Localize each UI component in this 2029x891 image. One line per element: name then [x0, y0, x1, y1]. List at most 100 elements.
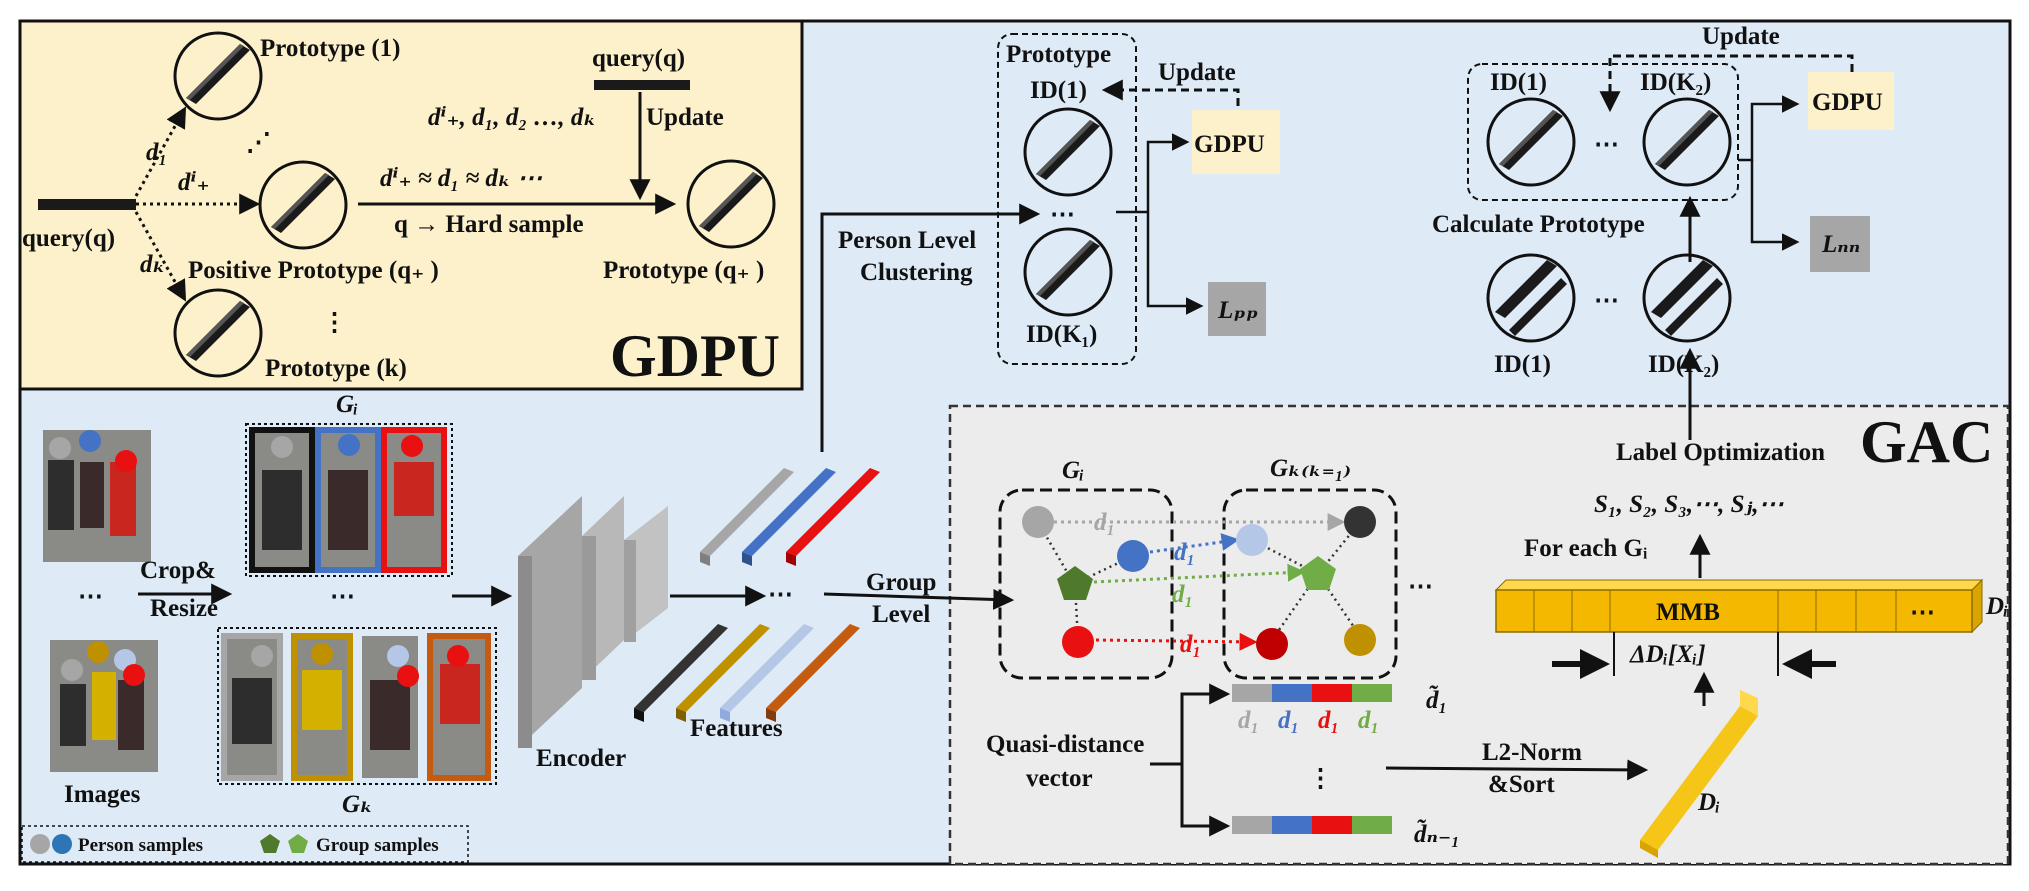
legend: Person samples Group samples	[21, 825, 469, 863]
gk-crop-light	[362, 636, 419, 778]
query-bar-top	[594, 80, 690, 90]
group-id1-label: ID(1)	[1490, 69, 1547, 96]
left-gk-label: Gₖ	[342, 791, 373, 818]
arrow-to-prototype-1	[134, 106, 187, 197]
prototype-qplus-label: Prototype (q₊ )	[603, 257, 764, 284]
di-bar-label: Dᵢ	[1697, 789, 1720, 816]
gac-d1-blue: d₁	[1174, 539, 1195, 566]
mmb-di-label: Dᵢ	[1985, 593, 2008, 620]
person-update-arrow	[1101, 79, 1240, 106]
prototype-1-label: Prototype (1)	[260, 35, 400, 62]
group-gdpu-label: GDPU	[1812, 89, 1883, 116]
label-dk: dₖ	[140, 251, 166, 278]
quasi-vector-1	[1232, 684, 1392, 702]
gac-d1-green: d₁	[1172, 581, 1193, 608]
gdpu-vdots: ⋮	[322, 309, 347, 336]
features: ⋯ Features	[634, 468, 880, 742]
gac-section: GAC Gᵢ Gₖ₍ₖ₌₁₎ ⋯ d₁ d₁ d₁ d₁	[986, 347, 2008, 858]
vec-label-1: d₁	[1238, 707, 1259, 734]
group-loss-label: Lₙₙ	[1821, 231, 1860, 258]
dn1-tilde-label: d̃ₙ₋₁	[1414, 819, 1460, 848]
legend-group-dark	[260, 834, 280, 853]
person-level-section: Prototype ID(1) ⋯ ID(K₁) Update GDPU Lₚₚ…	[820, 33, 1280, 452]
person-id1-label: ID(1)	[1030, 77, 1087, 104]
delta-label: ΔDᵢ[Xᵢ]	[1629, 641, 1706, 668]
gi-crops-box	[245, 423, 453, 577]
gi-group-node	[1057, 566, 1093, 600]
quasi-distance-line2: vector	[1026, 765, 1093, 792]
prototype-k-circle	[173, 288, 263, 378]
gk-node-mustard	[1344, 624, 1376, 656]
prototype-qplus-circle	[686, 159, 776, 249]
query-left-label: query(q)	[22, 225, 115, 252]
label-optimization: Label Optimization	[1616, 439, 1825, 466]
d1-tilde-label: d̃₁	[1426, 685, 1447, 714]
features-label: Features	[690, 715, 783, 742]
left-gi-label: Gᵢ	[336, 391, 358, 418]
l2norm-arrow	[1385, 759, 1649, 781]
quasi-distance-line1: Quasi-distance	[986, 731, 1144, 758]
encoder-label: Encoder	[536, 745, 626, 772]
features-dots: ⋯	[768, 581, 793, 608]
quasi-arrow-top	[1180, 683, 1231, 764]
person-gdpu-label: GDPU	[1194, 131, 1265, 158]
gk-node-lightblue	[1236, 524, 1268, 556]
legend-person-gray	[30, 834, 50, 854]
person-update-label: Update	[1158, 59, 1236, 86]
vec-label-4: d₁	[1358, 707, 1379, 734]
positive-prototype-label: Positive Prototype (q₊ )	[188, 257, 439, 284]
encoder: Encoder	[518, 496, 668, 772]
mmb-bank	[1494, 578, 1984, 634]
legend-group-label: Group samples	[316, 835, 439, 856]
prototype-1-circle	[173, 31, 263, 121]
person-clustering-line2: Clustering	[860, 259, 973, 286]
gi-crop-gray	[249, 427, 315, 573]
person-gdpu-box	[1192, 110, 1280, 174]
quasi-vector-n1	[1232, 816, 1392, 834]
mmb-label: MMB	[1656, 599, 1720, 626]
person-prototype-1-circle	[1023, 107, 1113, 197]
group-prototype-section: Update ID(1) ID(K₂) ⋯ GDPU Lₙₙ Calculate…	[1432, 23, 1894, 378]
person-prototype-k1-circle	[1023, 227, 1113, 317]
label-dqplus: dⁱ₊	[178, 169, 210, 196]
person-idk1-label: ID(K₁)	[1026, 321, 1097, 348]
group-raw-k2-circle	[1642, 253, 1732, 343]
gdpu-section: query(q) Prototype (1) Positive Prototyp…	[22, 31, 780, 389]
gac-gk-label: Gₖ₍ₖ₌₁₎	[1270, 455, 1351, 482]
gi-node-red	[1062, 626, 1094, 658]
crops-dots: ⋯	[330, 583, 355, 610]
gdpu-title: GDPU	[610, 323, 780, 389]
gi-crop-red	[381, 427, 447, 573]
group-level-line1: Group	[866, 569, 936, 596]
gk-crop-red	[427, 633, 491, 781]
query-bar-left	[38, 199, 136, 210]
person-clustering-line1: Person Level	[838, 227, 976, 254]
gk-group-node	[1300, 556, 1336, 590]
group-raw-1-circle	[1486, 253, 1576, 343]
gk-node-darkred	[1256, 628, 1288, 660]
group-raw-idk2-label: ID(K₂)	[1648, 351, 1719, 378]
images-dots: ⋯	[78, 583, 103, 610]
for-each-label: For each Gᵢ	[1524, 535, 1648, 562]
group-update-arrow	[1599, 54, 1854, 113]
person-loss-label: Lₚₚ	[1217, 297, 1258, 324]
group-prototype-k2-circle	[1642, 97, 1732, 187]
gk-crop-gray	[221, 633, 283, 781]
gdpu-dots: ⋰	[246, 129, 271, 156]
arrow-to-prototype-k	[134, 211, 187, 302]
gac-title: GAC	[1860, 409, 1993, 475]
l2norm-label: L2-Norm	[1482, 739, 1582, 766]
group-prototype-box	[1467, 63, 1739, 201]
crop-line2: Resize	[150, 595, 218, 622]
group-level-line2: Level	[872, 601, 930, 628]
person-loss-box	[1208, 282, 1266, 336]
gk-crop-gold	[291, 633, 353, 781]
input-image-1	[43, 430, 151, 562]
person-prototype-box	[997, 33, 1137, 365]
group-raw-dots: ⋯	[1594, 287, 1619, 314]
prototype-k-label: Prototype (k)	[265, 355, 407, 382]
legend-group-light	[288, 834, 308, 853]
vectors-vdots: ⋮	[1308, 765, 1333, 792]
